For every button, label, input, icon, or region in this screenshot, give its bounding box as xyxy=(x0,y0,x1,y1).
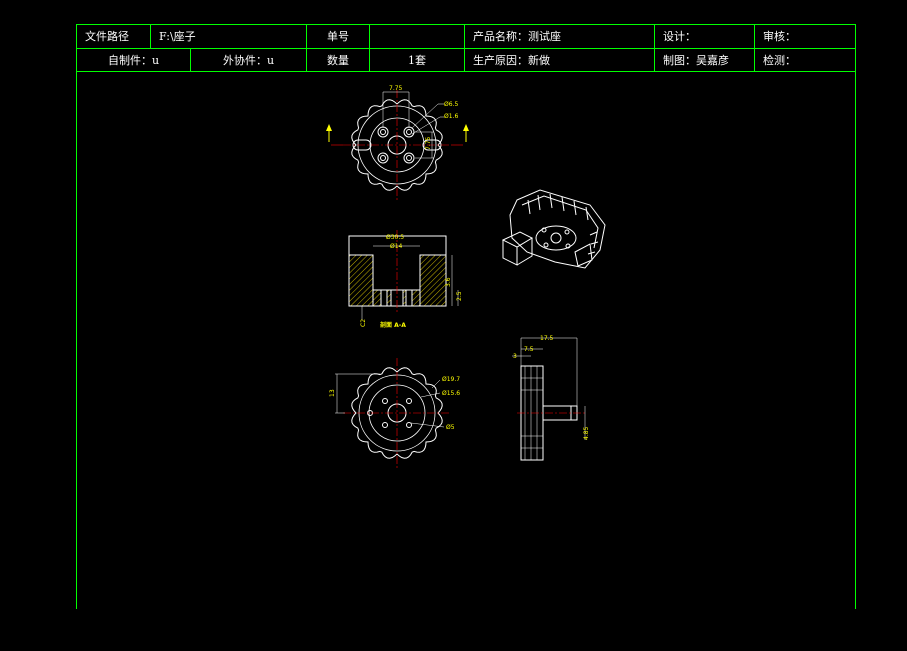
drafter-label: 制图：吴嘉彦 xyxy=(654,47,755,72)
product-label: 产品名称：测试座 xyxy=(464,24,655,49)
review-label: 审核： xyxy=(754,24,856,49)
dim-side-b: 3 xyxy=(513,353,517,360)
dim-top-height: 7.75 xyxy=(425,136,432,150)
dim-section-step: 2.5 xyxy=(456,291,463,301)
outsourced-count: 外协件：u xyxy=(190,47,307,72)
dim-section-inner: Ø14 xyxy=(390,243,403,250)
dim-bottom-dia-2: Ø15.6 xyxy=(442,390,460,397)
dim-bottom-height: 13 xyxy=(329,389,336,397)
dim-side-c: 4.85 xyxy=(583,426,590,440)
scalloped-outline-top xyxy=(351,99,443,191)
dim-side-a: 7.5 xyxy=(524,346,534,353)
dim-top-dia-small: Ø1.6 xyxy=(444,113,458,120)
title-block: 文件路径 F:\座子 单号 产品名称：测试座 设计： 审核： 自制件：u 外协件… xyxy=(76,24,856,72)
dim-section-depth: 3.6 xyxy=(445,277,452,287)
dim-section-chamfer: C2 xyxy=(360,319,367,327)
dim-side-total: 17.5 xyxy=(540,335,554,342)
reason-label: 生产原因：新做 xyxy=(464,47,655,72)
dim-bottom-dia-1: Ø19.7 xyxy=(442,376,460,383)
path-label: 文件路径 xyxy=(76,24,151,49)
scalloped-outline-bottom xyxy=(351,367,443,459)
self-made-count: 自制件：u xyxy=(76,47,191,72)
order-value xyxy=(369,24,465,49)
qty-value: 1套 xyxy=(369,47,465,72)
top-view: 7.75 7.75 Ø6.5 Ø1.6 xyxy=(326,85,469,200)
dim-section-outer: Ø30.5 xyxy=(386,234,404,241)
dim-bottom-dia-3: Ø5 xyxy=(446,424,455,431)
bottom-view: 13 Ø19.7 Ø15.6 Ø5 xyxy=(329,358,460,468)
side-view: 17.5 7.5 3 4.85 xyxy=(512,335,590,461)
section-view: Ø30.5 Ø14 3.6 2.5 C2 剖面 A-A xyxy=(348,230,463,329)
isometric-view xyxy=(501,189,606,269)
qty-label: 数量 xyxy=(306,47,370,72)
dim-top-dia-large: Ø6.5 xyxy=(444,101,458,108)
path-value: F:\座子 xyxy=(150,24,307,49)
inspect-label: 检测： xyxy=(754,47,856,72)
section-caption: 剖面 A-A xyxy=(380,321,406,329)
dim-top-width: 7.75 xyxy=(389,85,403,92)
